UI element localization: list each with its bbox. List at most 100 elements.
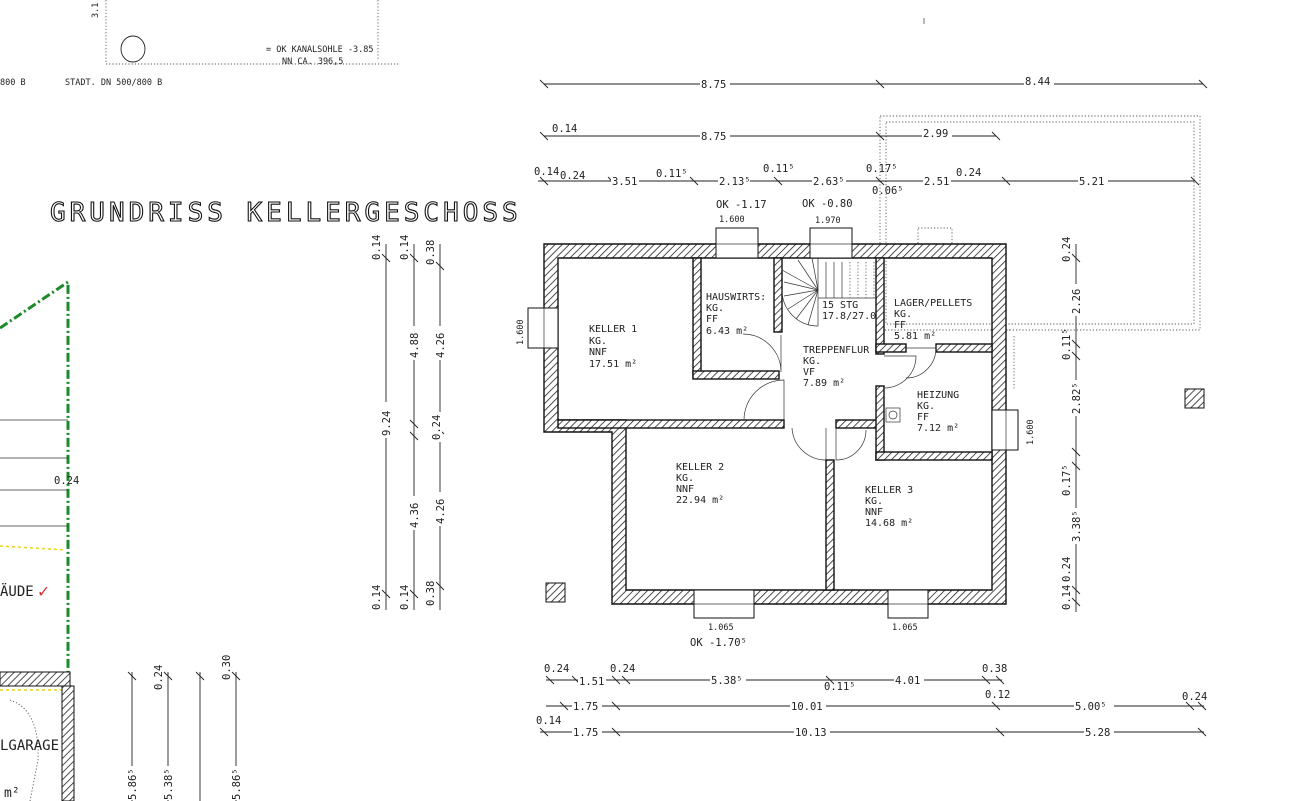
room-name: KELLER 3 <box>865 485 913 496</box>
page-title: GRUNDRISS KELLERGESCHOSS <box>50 198 522 228</box>
room-keller-2: KELLER 2 KG. NNF 22.94 m² <box>676 462 724 506</box>
kanalsohle-label: = OK KANALSOHLE -3.85 <box>266 45 373 55</box>
window-width-east: 1.600 <box>1026 419 1036 445</box>
room-area: 17.51 m² <box>589 359 637 370</box>
dim-top-3-7: 0.17⁵ <box>866 163 898 175</box>
dim-right-3: 2.82⁵ <box>1071 382 1083 414</box>
room-area: 7.89 m² <box>803 378 845 389</box>
stair-ratio: 17.8/27.0 <box>822 311 876 322</box>
neighbor-col-2: 5.86⁵ <box>231 768 243 800</box>
room-area: 14.68 m² <box>865 518 913 529</box>
dim-top-3-0: 0.14 <box>534 166 559 178</box>
dim-bot-1-6: 0.38 <box>982 663 1007 675</box>
pipe-label: STADT. DN 500/800 B <box>65 78 162 88</box>
dim-right-2: 0.11⁵ <box>1061 328 1073 360</box>
dim-left-3-2: 4.26 <box>435 499 447 524</box>
neighbor-dim: 0.24 <box>54 475 79 487</box>
room-name: HEIZUNG <box>917 390 959 401</box>
room-keller-1: KELLER 1 KG. NNF 17.51 m² <box>589 324 637 370</box>
dim-bot-3-3: 5.28 <box>1085 727 1110 739</box>
room-area: 5.81 m² <box>894 331 936 342</box>
window-labels: OK -1.17 1.600 OK -0.80 1.970 1.600 1.60… <box>516 198 1036 649</box>
dim-left-2-0: 0.14 <box>399 235 411 260</box>
window-width-bottom-right: 1.065 <box>892 623 918 633</box>
room-level: KG. <box>917 401 935 412</box>
dim-top-3-9: 2.51 <box>924 176 949 188</box>
top-dimension-chains: 8.75 8.44 0.14 8.75 2.99 0.14 0.24 3.51 … <box>534 76 1208 197</box>
dim-bot-2-0: 1.75 <box>573 701 598 713</box>
dim-left-3-3: 0.38 <box>425 581 437 606</box>
dim-top-2c: 2.99 <box>923 128 948 140</box>
room-name: HAUSWIRTS: <box>706 292 766 303</box>
dim-top-3-11: 5.21 <box>1079 176 1104 188</box>
dim-top-3-3: 0.11⁵ <box>656 168 688 180</box>
dim-bot-1-4: 0.11⁵ <box>824 681 856 693</box>
room-type: FF <box>706 314 718 325</box>
room-level: KG. <box>803 356 821 367</box>
dim-bot-2-1: 10.01 <box>791 701 823 713</box>
check-mark: ✓ <box>38 581 49 602</box>
dim-bot-3-1: 1.75 <box>573 727 598 739</box>
room-lager-pellets: LAGER/PELLETS KG. FF 5.81 m² <box>894 298 972 342</box>
room-name: TREPPENFLUR <box>803 345 870 356</box>
room-area: 7.12 m² <box>917 423 959 434</box>
dim-top-3-6: 2.63⁵ <box>813 176 845 188</box>
dim-left-2-1: 4.88 <box>409 333 421 358</box>
dim-bot-2-4: 0.24 <box>1182 691 1207 703</box>
dim-bot-1-1: 1.51 <box>579 676 604 688</box>
windows <box>527 227 1019 619</box>
size-label: 800 B <box>0 78 26 88</box>
neighbor-building: 0.24 ÄUDE ✓ LGARAGE m² 0.24 0.30 5.86⁵ 5… <box>0 279 243 801</box>
dim-left-1-2: 0.14 <box>371 585 383 610</box>
dim-left-2-2: 0.24 <box>431 415 443 440</box>
dim-left-2-4: 0.14 <box>399 585 411 610</box>
window-width-right: 1.970 <box>815 216 841 226</box>
dim-left-3-0: 0.38 <box>425 240 437 265</box>
dim-right-4: 0.17⁵ <box>1061 464 1073 496</box>
dim-bot-2-3: 5.00⁵ <box>1075 701 1107 713</box>
dim-top-1a: 8.75 <box>701 79 726 91</box>
room-treppenflur: TREPPENFLUR KG. VF 7.89 m² <box>803 345 870 389</box>
room-area: 22.94 m² <box>676 495 724 506</box>
building-walls <box>543 243 1007 605</box>
dim-right-1: 2.26 <box>1071 289 1083 314</box>
neighbor-col-0: 5.86⁵ <box>127 768 139 800</box>
dim-right-6: 0.24 <box>1061 557 1073 582</box>
room-type: NNF <box>676 484 694 495</box>
garage-label: LGARAGE <box>0 738 59 754</box>
dim-left-1-1: 9.24 <box>381 411 393 436</box>
manhole-symbol <box>120 35 146 63</box>
room-heizung: HEIZUNG KG. FF 7.12 m² <box>917 390 959 434</box>
room-level: KG. <box>676 473 694 484</box>
room-level: KG. <box>865 496 883 507</box>
ok-label-right: OK -0.80 <box>802 198 853 210</box>
room-type: FF <box>894 320 906 331</box>
dim-top-3-2: 3.51 <box>612 176 637 188</box>
room-level: KG. <box>894 309 912 320</box>
room-type: VF <box>803 367 815 378</box>
stair-steps: 15 STG <box>822 300 858 311</box>
room-hauswirts: HAUSWIRTS: KG. FF 6.43 m² <box>706 292 766 337</box>
dim-right-7: 0.14 <box>1061 585 1073 610</box>
room-type: NNF <box>589 347 607 358</box>
neighbor-top-0: 0.24 <box>153 665 165 690</box>
dim-top-3-4: 2.13⁵ <box>719 176 751 188</box>
room-name: KELLER 1 <box>589 324 637 335</box>
dim-left-1-0: 0.14 <box>371 235 383 260</box>
dim-left-3-1: 4.26 <box>435 333 447 358</box>
staircase: 15 STG 17.8/27.0 <box>781 257 876 327</box>
dim-left-2-3: 4.36 <box>409 503 421 528</box>
site-notes: 800 B STADT. DN 500/800 B 3.1 = OK KANAL… <box>0 0 925 88</box>
window-width-bottom-left: 1.065 <box>708 623 734 633</box>
dim-top-3-5: 0.11⁵ <box>763 163 795 175</box>
dim-bot-3-0: 0.14 <box>536 715 561 727</box>
dim-top-3-8: 0.06⁵ <box>872 185 904 197</box>
dim-bot-1-3: 5.38⁵ <box>711 675 743 687</box>
doors <box>742 333 937 461</box>
room-keller-3: KELLER 3 KG. NNF 14.68 m² <box>865 485 913 529</box>
room-level: KG. <box>589 336 607 347</box>
dim-bot-1-0: 0.24 <box>544 663 569 675</box>
ok-label-bottom: OK -1.70⁵ <box>690 637 747 649</box>
dim-bot-2-2: 0.12 <box>985 689 1010 701</box>
room-level: KG. <box>706 303 724 314</box>
